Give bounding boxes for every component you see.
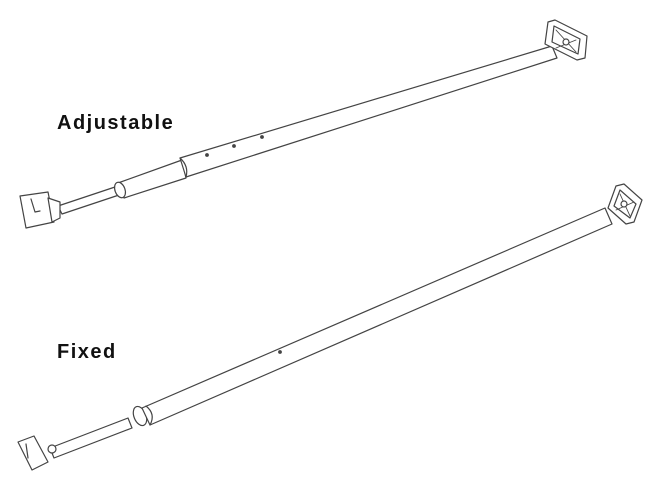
adjustable-label: Adjustable xyxy=(57,112,175,134)
fixed-label: Fixed xyxy=(57,341,117,363)
right-bracket-icon xyxy=(544,19,588,61)
left-bracket-icon xyxy=(17,435,57,471)
fixed-rod xyxy=(17,183,643,471)
right-bracket-icon xyxy=(607,183,643,225)
adjustable-rod xyxy=(19,19,588,229)
left-bracket-icon xyxy=(19,191,61,229)
